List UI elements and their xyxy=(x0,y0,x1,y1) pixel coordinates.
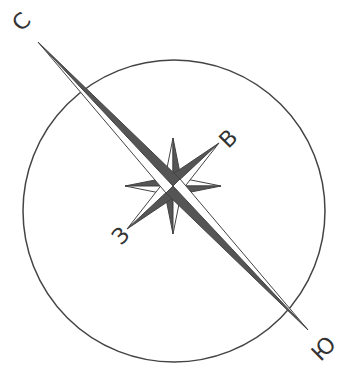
north-south-needle xyxy=(38,42,308,330)
north-label: С xyxy=(9,9,35,35)
east-label: В xyxy=(216,126,242,152)
compass-circle xyxy=(23,60,325,362)
south-label: Ю xyxy=(308,333,340,365)
